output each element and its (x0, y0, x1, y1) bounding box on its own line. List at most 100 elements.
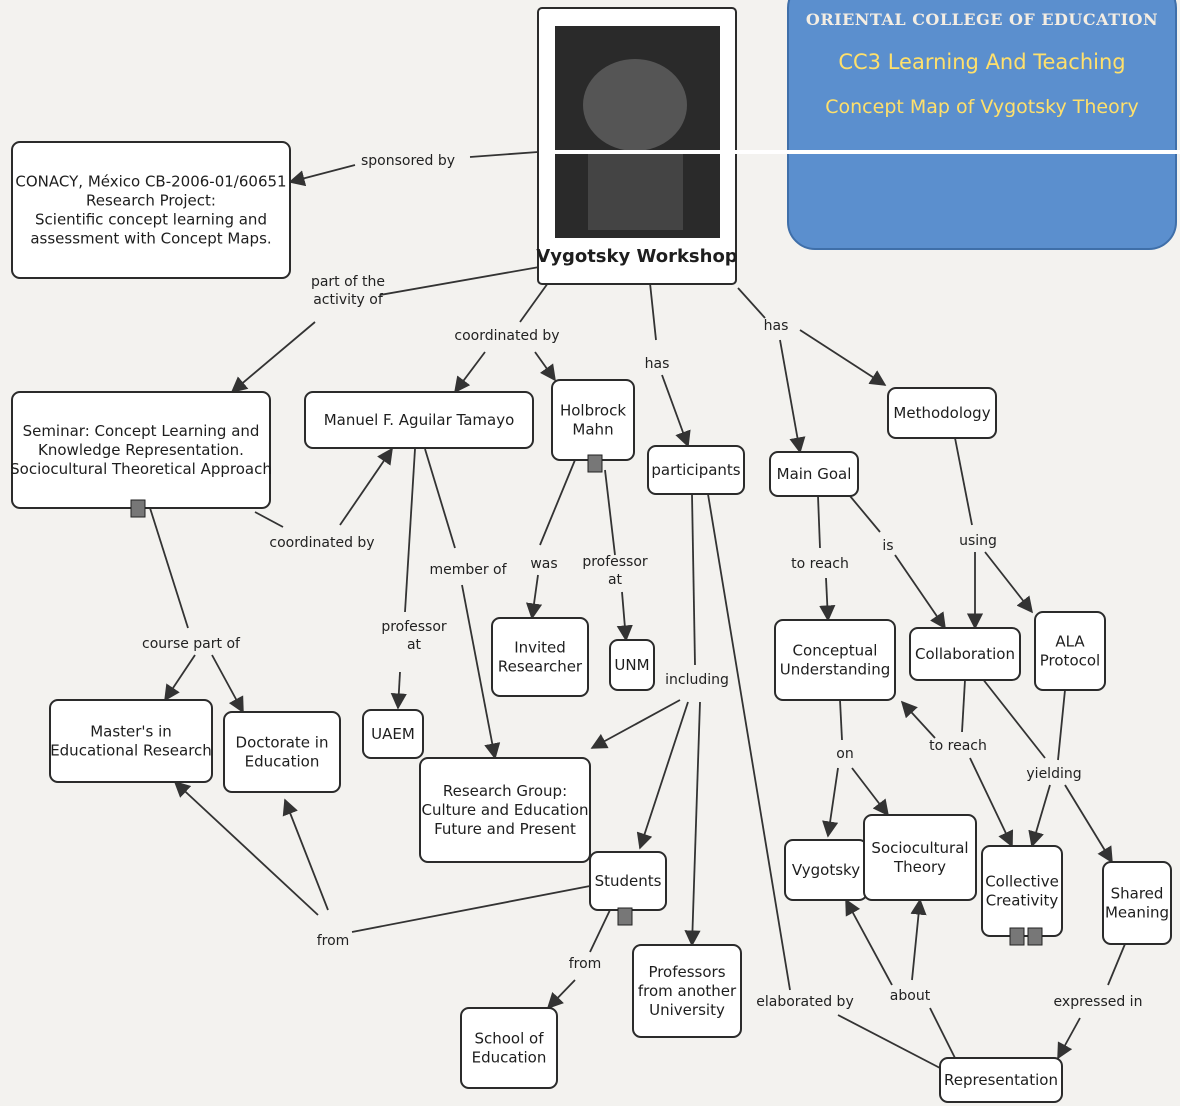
node-box (1102, 861, 1172, 945)
link-label-professor-at-unm: professor (582, 554, 648, 570)
link-label-on: on (836, 746, 853, 762)
node-label: Educational Research (50, 742, 212, 760)
node-uaem[interactable]: UAEM (362, 709, 424, 759)
node-label: Scientific concept learning and (35, 211, 267, 229)
link-label-using: using (959, 533, 997, 549)
node-representation[interactable]: Representation (939, 1057, 1063, 1103)
node-box (647, 445, 745, 495)
node-box (887, 387, 997, 439)
node-main-goal[interactable]: Main Goal (769, 451, 859, 497)
node-label: Education (245, 753, 320, 771)
node-unm[interactable]: UNM (609, 639, 655, 691)
link-label-was: was (530, 556, 557, 572)
document-icon[interactable] (1009, 927, 1025, 946)
map-title: Concept Map of Vygotsky Theory (825, 96, 1139, 118)
node-label: Future and Present (434, 820, 576, 838)
node-collaboration[interactable]: Collaboration (909, 627, 1021, 681)
course-title: CC3 Learning And Teaching (838, 50, 1126, 74)
node-label: Knowledge Representation. (38, 441, 244, 459)
node-box (909, 627, 1021, 681)
node-label: Manuel F. Aguilar Tamayo (324, 411, 515, 429)
node-box (304, 391, 534, 449)
link-label-coordinated-by-top: coordinated by (454, 328, 559, 344)
node-label: School of (474, 1030, 544, 1048)
photo-face-shape (583, 59, 687, 151)
scan-artifact-line (540, 150, 1180, 154)
node-box (49, 699, 213, 783)
node-box (632, 944, 742, 1038)
link-label-sponsored-by: sponsored by (361, 153, 455, 169)
link-label-has-goal: has (764, 318, 789, 334)
node-research-group[interactable]: Research Group:Culture and EducationFutu… (419, 757, 591, 863)
node-label: Research Project: (86, 192, 216, 210)
node-label: Education (472, 1049, 547, 1067)
node-box (11, 141, 291, 279)
connection-lines (149, 151, 1126, 1069)
link-label-professor-at-uaem: professor (381, 619, 447, 635)
node-label: ALA (1055, 633, 1085, 651)
node-label: University (649, 1001, 725, 1019)
link-label-professor-at-uaem: at (407, 637, 422, 653)
node-label: Researcher (498, 658, 583, 676)
node-label: Professors (648, 963, 725, 981)
workshop-label: Vygotsky Workshop (536, 246, 738, 267)
node-vygotsky[interactable]: Vygotsky (784, 839, 868, 901)
node-label: Students (595, 872, 662, 890)
node-label: participants (651, 461, 740, 479)
document-icon[interactable] (130, 499, 146, 518)
document-icon[interactable] (587, 454, 603, 473)
node-label: Research Group: (443, 782, 567, 800)
link-label-elaborated-by: elaborated by (756, 994, 853, 1010)
node-label: Representation (944, 1071, 1058, 1089)
node-participants[interactable]: participants (647, 445, 745, 495)
node-box (1034, 611, 1106, 691)
node-label: Theory (893, 858, 946, 876)
node-label: CONACY, México CB-2006-01/60651 (15, 173, 286, 191)
link-label-is: is (882, 538, 893, 554)
node-label: Conceptual (793, 642, 878, 660)
node-students[interactable]: Students (589, 851, 667, 911)
node-box (419, 757, 591, 863)
node-label: UAEM (371, 725, 415, 743)
node-label: Sociocultural Theoretical Approach (10, 460, 272, 478)
node-label: Collective (985, 873, 1059, 891)
node-box (223, 711, 341, 793)
link-label-yielding: yielding (1026, 766, 1081, 782)
institution-name: ORIENTAL COLLEGE OF EDUCATION (805, 10, 1159, 29)
node-label: Creativity (986, 892, 1059, 910)
document-icon[interactable] (617, 907, 633, 926)
link-label-has-participants: has (645, 356, 670, 372)
node-label: Main Goal (777, 465, 852, 483)
node-manuel[interactable]: Manuel F. Aguilar Tamayo (304, 391, 534, 449)
node-box (769, 451, 859, 497)
node-methodology[interactable]: Methodology (887, 387, 997, 439)
node-conacyt[interactable]: CONACY, México CB-2006-01/60651Research … (11, 141, 291, 279)
photo-body-shape (588, 150, 683, 230)
node-label: Sociocultural (871, 839, 968, 857)
link-label-from-left: from (317, 933, 350, 949)
node-label: Holbrock (560, 402, 626, 420)
node-label: Collaboration (915, 645, 1015, 663)
link-label-member-of: member of (429, 562, 507, 578)
node-label: Culture and Education (421, 801, 588, 819)
node-vygotsky-workshop[interactable]: Vygotsky Workshop (536, 7, 738, 285)
node-label: Master's in (90, 723, 172, 741)
link-label-course-part-of: course part of (142, 636, 241, 652)
node-label: from another (638, 982, 737, 1000)
link-label-expressed-in: expressed in (1054, 994, 1143, 1010)
document-icon[interactable] (1027, 927, 1043, 946)
